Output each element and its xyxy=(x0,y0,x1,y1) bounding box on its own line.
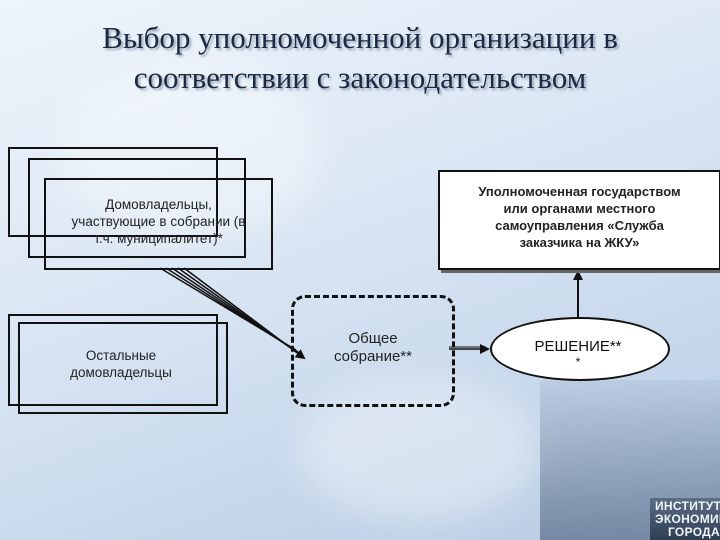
owners-participating-box xyxy=(44,178,273,270)
authorized-organization-line: самоуправления «Служба xyxy=(495,218,664,233)
slide-title-line: соответствии с законодательством xyxy=(133,60,587,95)
other-owners-line: домовладельцы xyxy=(70,365,172,380)
institute-logo xyxy=(650,498,720,540)
owners-participating-label: Домовладельцы, участвующие в собрании (в… xyxy=(46,196,271,247)
other-owners-frame-back xyxy=(8,314,218,406)
decision-ellipse xyxy=(490,317,670,381)
background-highlight xyxy=(60,60,320,240)
logo-line: ИНСТИТУТ xyxy=(655,499,720,513)
owners-participating-line: Домовладельцы, xyxy=(105,197,212,212)
other-owners-box xyxy=(18,322,228,414)
other-owners-line: Остальные xyxy=(85,348,157,363)
owners-participating-line: т.ч. муниципалитет)* xyxy=(94,231,223,246)
general-meeting-line: Общее xyxy=(348,330,398,347)
other-owners-label: Остальные домовладельцы xyxy=(18,347,224,381)
owners-participating-line: участвующие в собрании (в xyxy=(71,214,246,229)
authorized-organization-line: или органами местного xyxy=(503,201,656,216)
arrow-owners-to-meeting xyxy=(183,267,306,360)
slide-title-line: Выбор уполномоченной организации в xyxy=(102,20,618,55)
general-meeting-label: Общее собрание** xyxy=(291,330,455,366)
general-meeting-box xyxy=(291,295,455,407)
decision-line: * xyxy=(575,355,581,369)
authorized-organization-line: заказчика на ЖКУ» xyxy=(519,235,640,250)
logo-line: ЭКОНОМИКИ xyxy=(655,512,720,526)
background-highlight xyxy=(300,380,540,520)
logo-line: ГОРОДА xyxy=(667,525,720,539)
owners-participating-frame-middle xyxy=(28,158,246,258)
authorized-organization-line: Уполномоченная государством xyxy=(478,184,681,199)
decision-line: РЕШЕНИЕ** xyxy=(534,338,622,355)
decision-label: РЕШЕНИЕ** * xyxy=(490,338,666,368)
owners-participating-frame-back xyxy=(8,147,218,237)
authorized-organization-label: Уполномоченная государством или органами… xyxy=(440,183,719,251)
general-meeting-line: собрание** xyxy=(334,348,412,365)
slide-title: Выбор уполномоченной организации в соотв… xyxy=(0,18,720,98)
